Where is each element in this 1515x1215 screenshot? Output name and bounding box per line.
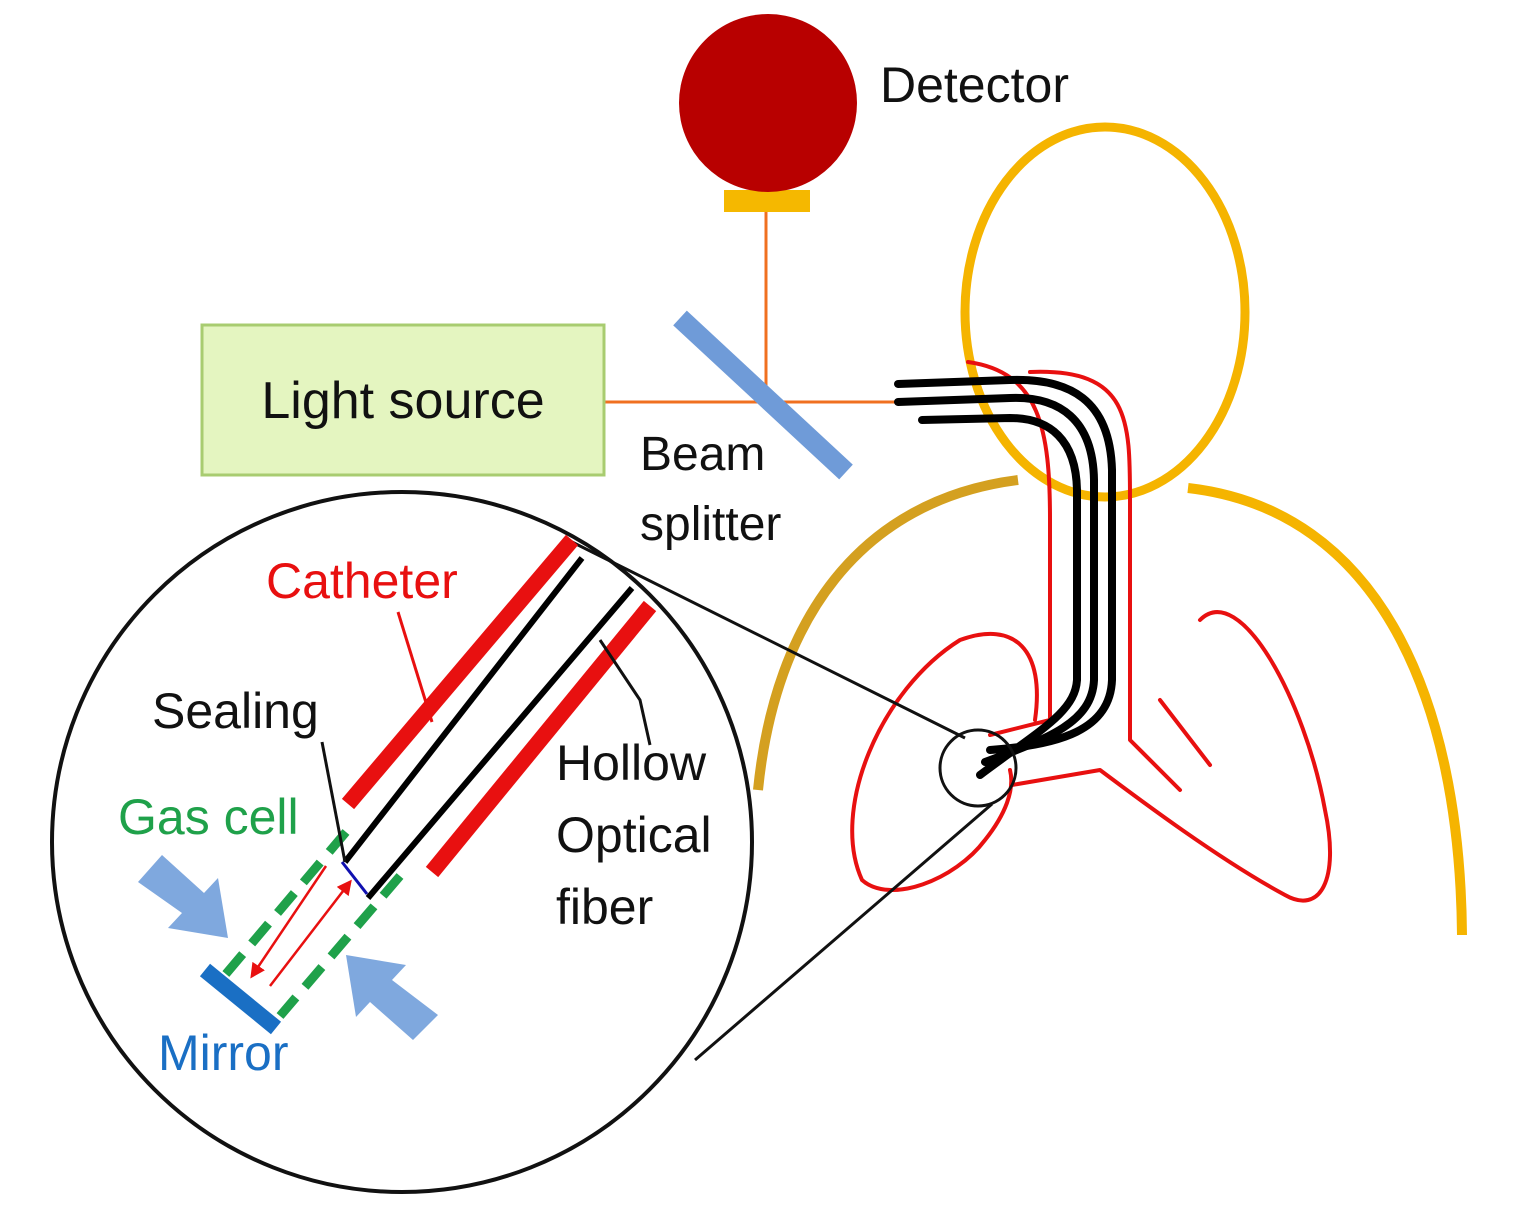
fiber-1 bbox=[894, 375, 1116, 754]
sealing bbox=[340, 861, 369, 895]
mirror-label: Mirror bbox=[158, 1025, 289, 1081]
zoom-connectors bbox=[567, 538, 993, 1062]
fiber-wall-lower bbox=[365, 586, 635, 900]
hollow-optical-fiber bbox=[342, 556, 635, 900]
zoom-connector-top bbox=[567, 538, 966, 740]
zoom-connector-bottom bbox=[694, 802, 993, 1062]
right-bronchus bbox=[1158, 698, 1212, 767]
right-lung-outline bbox=[1010, 610, 1333, 903]
hollow-fiber-leader bbox=[598, 639, 652, 746]
hollow-fiber-label-line2: Optical bbox=[556, 807, 712, 863]
arrow-icon bbox=[138, 855, 228, 938]
gas-cell bbox=[221, 829, 404, 1019]
light-source-box bbox=[200, 323, 606, 477]
fiber-2 bbox=[894, 393, 1098, 766]
detector-base bbox=[724, 190, 810, 212]
left-shoulder-outline bbox=[753, 475, 1019, 791]
light-arrow-down bbox=[250, 865, 328, 979]
beam-splitter bbox=[673, 310, 853, 480]
catheter bbox=[341, 534, 657, 878]
head-outline bbox=[960, 122, 1250, 502]
detector-label: Detector bbox=[880, 57, 1069, 113]
gas-flow-arrows bbox=[138, 855, 438, 1040]
human-body bbox=[753, 122, 1467, 936]
gas-cell-wall-lower bbox=[276, 873, 404, 1019]
zoom-source-circle bbox=[938, 728, 1018, 808]
hollow-fiber-label-line1: Hollow bbox=[556, 735, 707, 791]
light-source: Light source bbox=[200, 323, 606, 477]
beam-splitter-label-line2: splitter bbox=[640, 498, 781, 551]
fiber-bundle bbox=[894, 375, 1116, 779]
trachea-right-wall bbox=[1028, 369, 1182, 792]
beam-path bbox=[604, 212, 900, 404]
catheter-leader bbox=[396, 611, 434, 723]
detector-sphere bbox=[679, 14, 857, 192]
detector bbox=[679, 14, 857, 212]
mirror bbox=[199, 963, 282, 1035]
fiber-3 bbox=[918, 414, 1081, 779]
sealing-label: Sealing bbox=[152, 683, 319, 739]
catheter-wall-lower bbox=[425, 600, 657, 878]
light-round-trip bbox=[250, 865, 352, 987]
hollow-fiber-label-line3: fiber bbox=[556, 879, 653, 935]
gas-cell-label: Gas cell bbox=[118, 789, 299, 845]
catheter-wall-upper bbox=[341, 534, 579, 810]
catheter-label: Catheter bbox=[266, 553, 458, 609]
gas-cell-wall-upper bbox=[221, 829, 350, 978]
right-shoulder-outline bbox=[1187, 483, 1467, 936]
left-lung-outline bbox=[850, 631, 1039, 892]
beam-splitter-label-line1: Beam bbox=[640, 428, 765, 481]
magnified-view-circle bbox=[50, 490, 754, 1194]
arrow-icon bbox=[346, 955, 438, 1040]
light-arrow-up bbox=[269, 879, 352, 987]
sealing-leader bbox=[320, 741, 347, 863]
leader-lines bbox=[320, 611, 652, 863]
light-source-label: Light source bbox=[261, 372, 544, 430]
fiber-wall-upper bbox=[342, 556, 585, 864]
